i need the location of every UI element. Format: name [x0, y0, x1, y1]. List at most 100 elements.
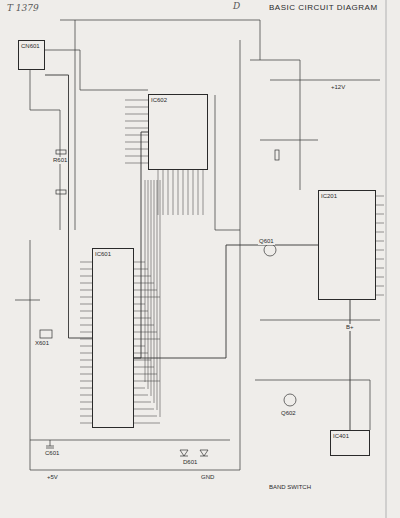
- pin-stub: [80, 304, 92, 305]
- pin-stub: [125, 142, 148, 143]
- signal-label: +12V: [330, 84, 346, 91]
- pin-stub: [80, 374, 92, 375]
- pin-stub: [134, 395, 148, 396]
- wire: [270, 80, 380, 81]
- pin-stub: [376, 205, 384, 206]
- pin-stub: [134, 262, 145, 263]
- bus-line: [193, 170, 194, 215]
- pin-stub: [376, 196, 384, 197]
- pin-stub: [80, 353, 92, 354]
- pin-stub: [134, 402, 151, 403]
- bus-line: [173, 170, 174, 215]
- signal-label: Q601: [258, 238, 275, 245]
- pin-stub: [80, 381, 92, 382]
- pin-stub: [125, 163, 148, 164]
- pin-stub: [80, 423, 92, 424]
- transistor-symbol: [264, 244, 276, 256]
- wire: [75, 20, 76, 230]
- ic-package: CN601: [18, 40, 45, 70]
- pin-stub: [134, 416, 157, 417]
- pin-stub: [134, 409, 154, 410]
- ic-package: IC201: [318, 190, 376, 300]
- pin-stub: [376, 286, 384, 287]
- signal-label: GND: [200, 474, 215, 481]
- pin-stub: [80, 311, 92, 312]
- pin-stub: [376, 232, 384, 233]
- pin-stub: [80, 262, 92, 263]
- pin-stub: [125, 128, 148, 129]
- pin-stub: [80, 332, 92, 333]
- pin-stub: [80, 409, 92, 410]
- pin-stub: [125, 100, 148, 101]
- diode-symbol: [200, 450, 208, 456]
- pin-stub: [134, 339, 160, 340]
- pin-stub: [80, 276, 92, 277]
- pin-stub: [376, 241, 384, 242]
- pin-stub: [376, 250, 384, 251]
- pin-stub: [125, 107, 148, 108]
- pin-stub: [134, 388, 145, 389]
- wire: [260, 320, 380, 321]
- pin-stub: [376, 268, 384, 269]
- diode-symbol: [180, 450, 188, 456]
- pin-stub: [134, 374, 157, 375]
- bus-line: [183, 170, 184, 215]
- pin-stub: [134, 381, 160, 382]
- wire: [215, 95, 240, 230]
- resistor-symbol: [56, 190, 66, 194]
- pin-stub: [134, 423, 160, 424]
- wire: [44, 50, 148, 90]
- resistor-symbol: [56, 150, 66, 154]
- signal-label: Q602: [280, 410, 297, 417]
- transistor-symbol: [284, 394, 296, 406]
- signal-label: D: [232, 2, 241, 12]
- pin-stub: [125, 114, 148, 115]
- bus-line: [154, 180, 155, 403]
- wire: [240, 40, 241, 470]
- signal-label: B+: [345, 324, 355, 331]
- signal-wire: [350, 300, 351, 430]
- pin-stub: [80, 269, 92, 270]
- bus-line: [168, 170, 169, 215]
- pin-stub: [80, 395, 92, 396]
- bus-line: [160, 180, 161, 417]
- pin-stub: [80, 297, 92, 298]
- pin-stub: [125, 135, 148, 136]
- signal-label: T 1379: [6, 4, 40, 14]
- pin-stub: [134, 297, 160, 298]
- part-reference: IC201: [319, 191, 375, 202]
- pin-stub: [80, 290, 92, 291]
- wire: [260, 140, 318, 141]
- pin-stub: [80, 402, 92, 403]
- signal-wire: [45, 75, 92, 338]
- ic-package: IC602: [148, 94, 208, 170]
- paper-fold: [385, 0, 386, 518]
- wire: [60, 20, 260, 60]
- bus-line: [203, 170, 204, 215]
- wire: [30, 440, 230, 441]
- signal-wire: [134, 132, 148, 358]
- bus-line: [198, 170, 199, 215]
- ic-package: IC401: [330, 430, 370, 456]
- pin-stub: [80, 367, 92, 368]
- part-reference: IC401: [331, 431, 369, 442]
- bus-line: [157, 180, 158, 410]
- bus-line: [163, 170, 164, 215]
- signal-label: C601: [44, 450, 60, 457]
- pin-stub: [376, 214, 384, 215]
- pin-stub: [376, 277, 384, 278]
- wire: [30, 470, 240, 471]
- bus-line: [178, 170, 179, 215]
- pin-stub: [125, 121, 148, 122]
- pin-stub: [376, 259, 384, 260]
- part-reference: CN601: [19, 41, 44, 52]
- part-reference: IC601: [93, 249, 133, 260]
- ic-package: IC601: [92, 248, 134, 428]
- pin-stub: [134, 290, 157, 291]
- pin-stub: [134, 318, 151, 319]
- signal-wire: [134, 245, 318, 358]
- wire: [15, 300, 40, 301]
- pin-stub: [134, 332, 157, 333]
- sheet-title: BASIC CIRCUIT DIAGRAM: [268, 4, 379, 13]
- bus-line: [151, 180, 152, 396]
